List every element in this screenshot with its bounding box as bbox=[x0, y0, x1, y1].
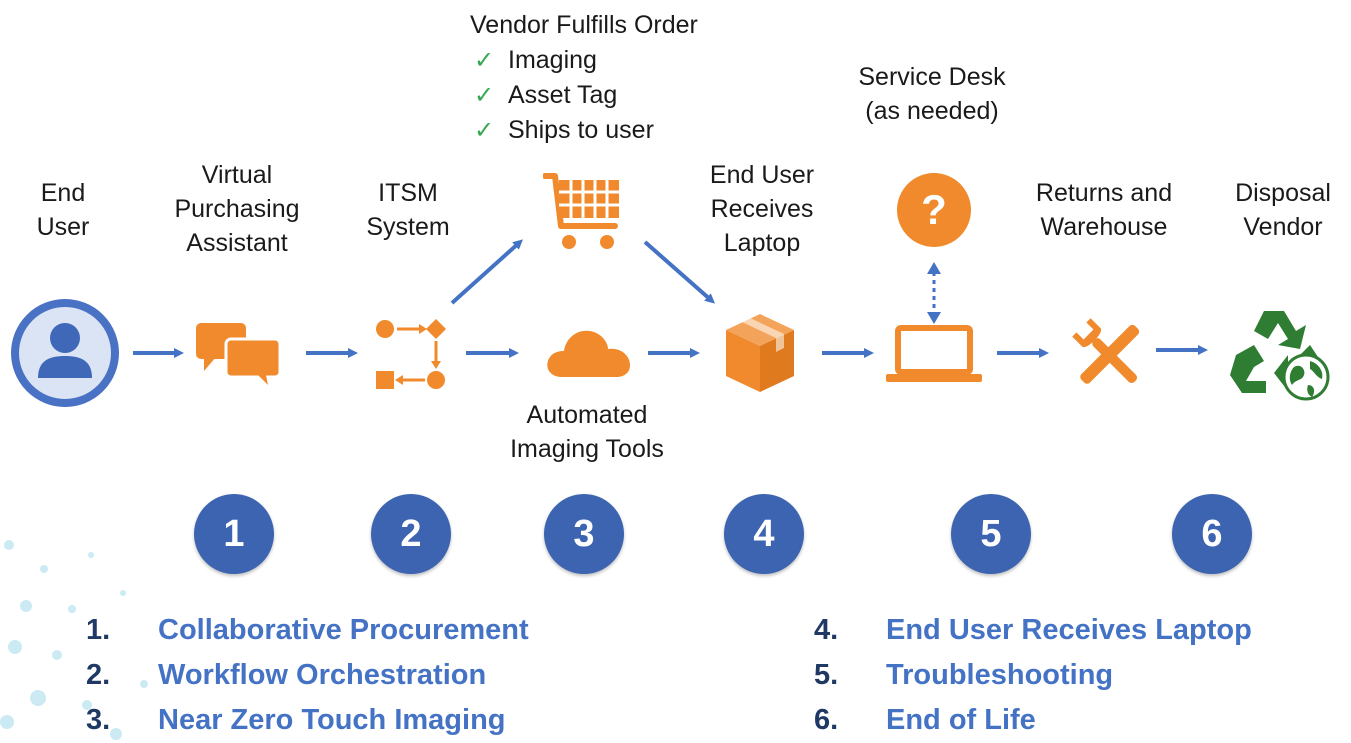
step-badge-5: 5 bbox=[951, 494, 1031, 574]
check-icon: ✓ bbox=[474, 82, 495, 109]
arrow-itsm-to-vendor bbox=[450, 239, 523, 305]
legend-item: 1.Collaborative Procurement bbox=[86, 614, 529, 646]
legend-right: 4.End User Receives Laptop 5.Troubleshoo… bbox=[814, 608, 1252, 743]
label-service-desk: Service Desk(as needed) bbox=[858, 63, 1006, 125]
legend-item: 4.End User Receives Laptop bbox=[814, 614, 1252, 646]
step-badge-6: 6 bbox=[1172, 494, 1252, 574]
vendor-fulfills-order: Vendor Fulfills Order ✓Imaging ✓Asset Ta… bbox=[470, 8, 698, 148]
legend-item: 6.End of Life bbox=[814, 704, 1036, 736]
step-badge-1: 1 bbox=[194, 494, 274, 574]
vendor-item: ✓Imaging bbox=[474, 43, 698, 78]
legend-item: 3.Near Zero Touch Imaging bbox=[86, 704, 506, 736]
workflow-icon bbox=[376, 319, 446, 389]
chat-bubbles-icon bbox=[196, 323, 282, 385]
shopping-cart-icon bbox=[543, 173, 619, 249]
tools-icon bbox=[1072, 318, 1140, 384]
legend-left: 1.Collaborative Procurement 2.Workflow O… bbox=[86, 608, 529, 743]
vendor-item: ✓Asset Tag bbox=[474, 78, 698, 113]
laptop-icon bbox=[886, 325, 982, 382]
check-icon: ✓ bbox=[474, 47, 495, 74]
user-icon bbox=[11, 299, 119, 407]
step-badge-2: 2 bbox=[371, 494, 451, 574]
vendor-item: ✓Ships to user bbox=[474, 113, 698, 148]
legend-item: 5.Troubleshooting bbox=[814, 659, 1114, 691]
package-icon bbox=[726, 314, 794, 392]
arrow-vendor-to-package bbox=[643, 240, 716, 304]
cloud-icon bbox=[547, 330, 630, 377]
step-badge-3: 3 bbox=[544, 494, 624, 574]
check-icon: ✓ bbox=[474, 117, 495, 144]
step-badge-4: 4 bbox=[724, 494, 804, 574]
svg-text:?: ? bbox=[921, 186, 947, 233]
vendor-title: Vendor Fulfills Order bbox=[470, 11, 698, 39]
recycle-globe-icon bbox=[1230, 311, 1330, 401]
question-icon: ? bbox=[897, 173, 971, 247]
legend-item: 2.Workflow Orchestration bbox=[86, 659, 487, 691]
